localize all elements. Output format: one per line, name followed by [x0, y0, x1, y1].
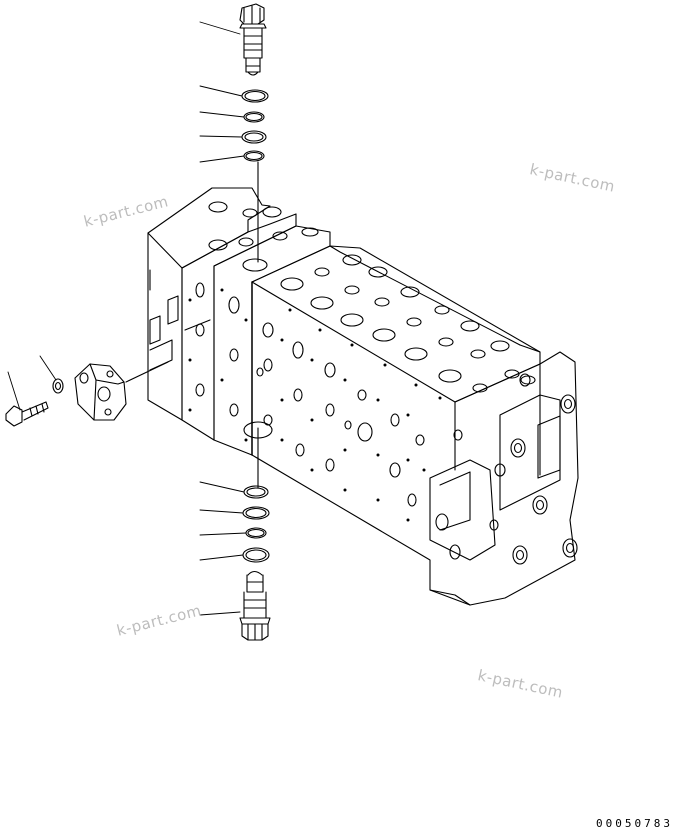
top-orings — [241, 89, 269, 162]
top-fitting — [239, 3, 267, 76]
end-cap-bosses — [435, 373, 578, 565]
callout-leader-lines — [7, 21, 247, 616]
document-number: 00050783 — [596, 817, 673, 830]
bottom-port-outline — [243, 421, 273, 439]
side-cover-plate — [74, 363, 127, 421]
bottom-fitting — [239, 570, 271, 641]
top-port-holes — [208, 201, 536, 393]
bottom-orings — [242, 485, 270, 563]
side-assembly-line — [125, 361, 169, 383]
front-face-dots — [188, 288, 442, 522]
control-valve-block — [147, 187, 579, 606]
side-washer — [52, 378, 64, 394]
side-bolt — [5, 401, 49, 427]
